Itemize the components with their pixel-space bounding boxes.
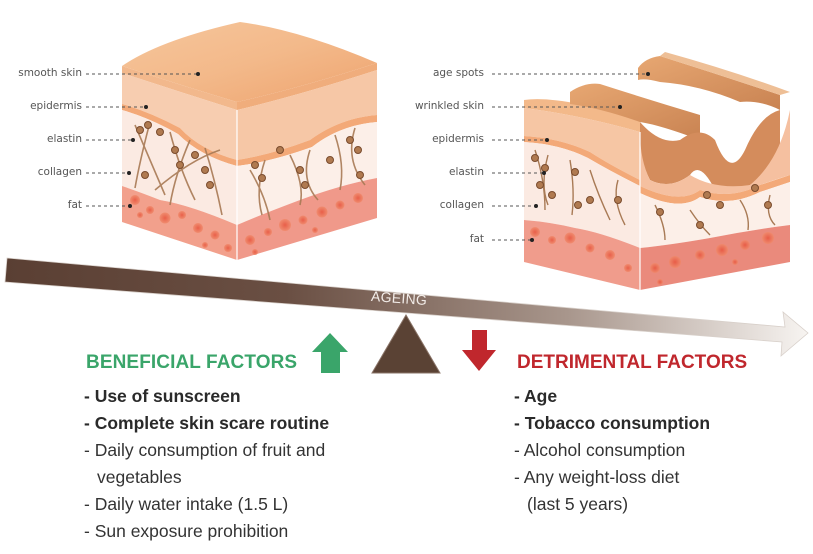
arrow-up-icon [312, 333, 348, 373]
label-elastin-aged: elastin [449, 166, 484, 178]
aged-skin-illustration [492, 52, 790, 290]
list-item: - Complete skin scare routine [84, 413, 330, 433]
list-item: - Daily water intake (1.5 L) [84, 494, 289, 514]
label-smooth-skin: smooth skin [18, 67, 82, 79]
label-fat: fat [67, 199, 82, 211]
label-epidermis: epidermis [30, 100, 82, 112]
fulcrum-triangle-icon [371, 314, 441, 374]
label-epidermis-aged: epidermis [432, 133, 484, 145]
young-skin-illustration [86, 22, 377, 260]
label-fat-aged: fat [469, 233, 484, 245]
list-item: - Sun exposure prohibition [84, 521, 289, 541]
label-collagen-aged: collagen [439, 199, 484, 211]
ageing-timeline-arrow [4, 257, 809, 357]
detrimental-factors-list: - Age - Tobacco consumption - Alcohol co… [514, 383, 710, 518]
arrow-down-icon [462, 330, 496, 371]
beneficial-factors-title: BENEFICIAL FACTORS [86, 352, 298, 373]
list-item: - Use of sunscreen [84, 386, 241, 406]
label-collagen: collagen [37, 166, 82, 178]
beneficial-factors-list: - Use of sunscreen - Complete skin scare… [84, 383, 329, 545]
label-elastin: elastin [47, 133, 82, 145]
list-item: - Tobacco consumption [514, 413, 711, 433]
list-item: - Alcohol consumption [514, 440, 686, 460]
detrimental-factors-title: DETRIMENTAL FACTORS [517, 352, 748, 373]
list-item: - Any weight-loss diet(last 5 years) [514, 467, 680, 514]
label-wrinkled-skin: wrinkled skin [414, 100, 484, 112]
label-age-spots: age spots [432, 67, 484, 79]
list-item: - Age [514, 386, 558, 406]
